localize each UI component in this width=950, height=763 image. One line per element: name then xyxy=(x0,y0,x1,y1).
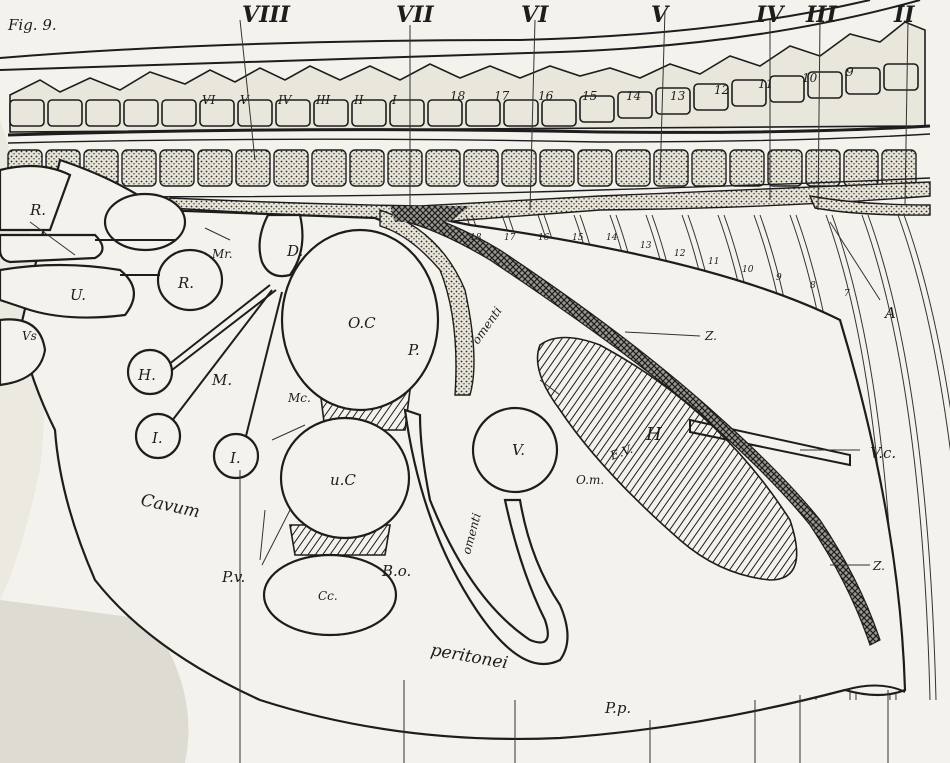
label-uc: u.C xyxy=(330,471,356,489)
thoracic-number: 9 xyxy=(846,65,854,79)
label-a: A xyxy=(883,304,896,322)
label-pp: P.p. xyxy=(604,699,631,717)
rib-number: 18 xyxy=(470,233,482,243)
vertebra-body xyxy=(882,150,916,186)
vertebra-dorsal-block xyxy=(770,76,804,102)
vertebra-body xyxy=(198,150,232,186)
rib-number: 14 xyxy=(606,233,618,243)
label-p: P. xyxy=(407,341,420,359)
label-vs: Vs xyxy=(22,329,37,343)
label-pv: P.v. xyxy=(221,568,245,586)
dorsal-vertebra-label: IV xyxy=(277,93,293,107)
label-h: H. xyxy=(137,366,156,384)
vertebra-body xyxy=(388,150,422,186)
vertebra-body xyxy=(654,150,688,186)
vertebra-body xyxy=(806,150,840,186)
label-u: U. xyxy=(70,286,86,304)
thoracic-number: 12 xyxy=(714,83,729,97)
vertebra-dorsal-block xyxy=(48,100,82,126)
rib-number: 7 xyxy=(844,289,850,299)
vertebral-bodies-lower xyxy=(8,150,916,186)
thoracic-number: 13 xyxy=(670,89,686,103)
dorsal-vertebra-label: V xyxy=(240,93,250,107)
vertebra-dorsal-block xyxy=(428,100,462,126)
vertebra-body xyxy=(768,150,802,186)
segment-label: II xyxy=(893,2,915,28)
label-r-lower: R. xyxy=(177,274,194,292)
label-i-right: I. xyxy=(229,449,241,467)
vertebra-body xyxy=(692,150,726,186)
label-v: V. xyxy=(512,441,525,459)
segment-label: VI xyxy=(521,2,549,28)
vertebra-body xyxy=(464,150,498,186)
vertebra-body xyxy=(578,150,612,186)
vertebra-body xyxy=(730,150,764,186)
dorsal-vertebra-label: II xyxy=(353,93,364,107)
label-i-left: I. xyxy=(151,429,163,447)
rib-number: 10 xyxy=(742,265,754,275)
segment-label: IV xyxy=(755,2,785,28)
label-m: M. xyxy=(211,371,232,389)
rib-number: 16 xyxy=(538,233,550,243)
vertebra-body xyxy=(540,150,574,186)
label-om: O.m. xyxy=(576,473,604,487)
rib-number: 11 xyxy=(708,257,719,267)
label-mr: Mr. xyxy=(211,247,233,261)
label-mc: Mc. xyxy=(287,391,311,405)
vertebra-dorsal-block xyxy=(884,64,918,90)
thoracic-number: 17 xyxy=(494,89,510,103)
vertebra-dorsal-block xyxy=(542,100,576,126)
thoracic-number: 16 xyxy=(538,89,554,103)
rib-number: 8 xyxy=(810,281,816,291)
rib-number: 9 xyxy=(776,273,782,283)
label-hepar: H xyxy=(645,424,662,445)
thoracic-number: 10 xyxy=(802,71,818,85)
segment-label: VII xyxy=(396,2,434,28)
dorsal-vertebra-label: I xyxy=(391,93,397,107)
rib-number: 12 xyxy=(674,249,686,259)
dorsal-vertebra-label: III xyxy=(315,93,330,107)
label-bo: B.o. xyxy=(381,562,411,580)
vertebra-dorsal-block xyxy=(124,100,158,126)
segment-label: III xyxy=(805,2,838,28)
rib-number: 15 xyxy=(572,233,584,243)
segment-label: VIII xyxy=(242,2,291,28)
label-cc: Cc. xyxy=(318,589,338,603)
label-d: D. xyxy=(286,242,303,260)
vertebra-dorsal-block xyxy=(86,100,120,126)
label-r-upper: R. xyxy=(29,201,46,219)
thoracic-number: 14 xyxy=(626,89,641,103)
vertebra-body xyxy=(350,150,384,186)
rib-number: 13 xyxy=(640,241,652,251)
vertebra-body xyxy=(274,150,308,186)
figure-label: Fig. 9. xyxy=(7,16,57,34)
rib xyxy=(898,215,950,700)
label-oc: O.C xyxy=(348,314,376,332)
thoracic-number: 15 xyxy=(582,89,597,103)
vertebra-body xyxy=(122,150,156,186)
vertebra-body xyxy=(312,150,346,186)
rib-number: 17 xyxy=(504,233,516,243)
vertebra-body xyxy=(426,150,460,186)
segment-label: V xyxy=(651,2,670,28)
label-z-upper: Z. xyxy=(704,329,717,343)
thoracic-number: 18 xyxy=(450,89,466,103)
dorsal-vertebra-label: VI xyxy=(202,93,216,107)
label-vc: V.c. xyxy=(870,444,896,462)
vertebra-body xyxy=(160,150,194,186)
vertebra-dorsal-block xyxy=(466,100,500,126)
vertebra-body xyxy=(236,150,270,186)
thoracic-number: 11 xyxy=(758,77,773,91)
label-z-lower: Z. xyxy=(872,559,885,573)
vertebra-dorsal-block xyxy=(10,100,44,126)
vertebra-body xyxy=(616,150,650,186)
vertebra-dorsal-block xyxy=(162,100,196,126)
